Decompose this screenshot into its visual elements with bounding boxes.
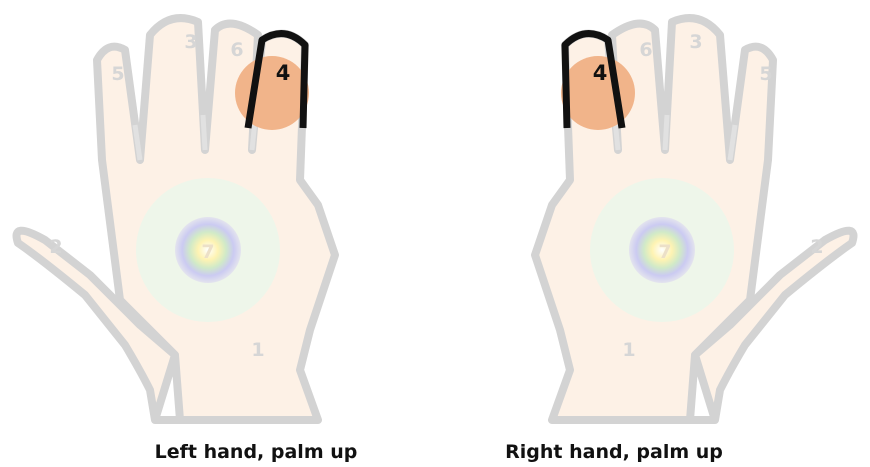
left-caption: Left hand, palm up xyxy=(155,441,358,463)
right-label-3: 3 xyxy=(689,31,702,53)
left-label-4: 4 xyxy=(276,61,291,85)
right-label-4: 4 xyxy=(593,61,608,85)
right-label-6: 6 xyxy=(639,39,652,61)
right-label-1: 1 xyxy=(622,339,635,361)
left-hand: 1 2 3 4 5 6 7 Left hand, palm up xyxy=(17,18,358,463)
right-hand: 1 2 3 4 5 6 7 Right hand, palm up xyxy=(505,18,853,463)
left-label-5: 5 xyxy=(111,63,124,85)
left-label-2: 2 xyxy=(49,236,62,258)
right-label-2: 2 xyxy=(810,236,823,258)
right-label-5: 5 xyxy=(759,63,772,85)
left-label-7: 7 xyxy=(201,241,214,263)
right-caption: Right hand, palm up xyxy=(505,441,723,463)
right-label-7: 7 xyxy=(658,241,671,263)
left-label-6: 6 xyxy=(230,39,243,61)
left-label-3: 3 xyxy=(184,31,197,53)
left-label-1: 1 xyxy=(251,339,264,361)
